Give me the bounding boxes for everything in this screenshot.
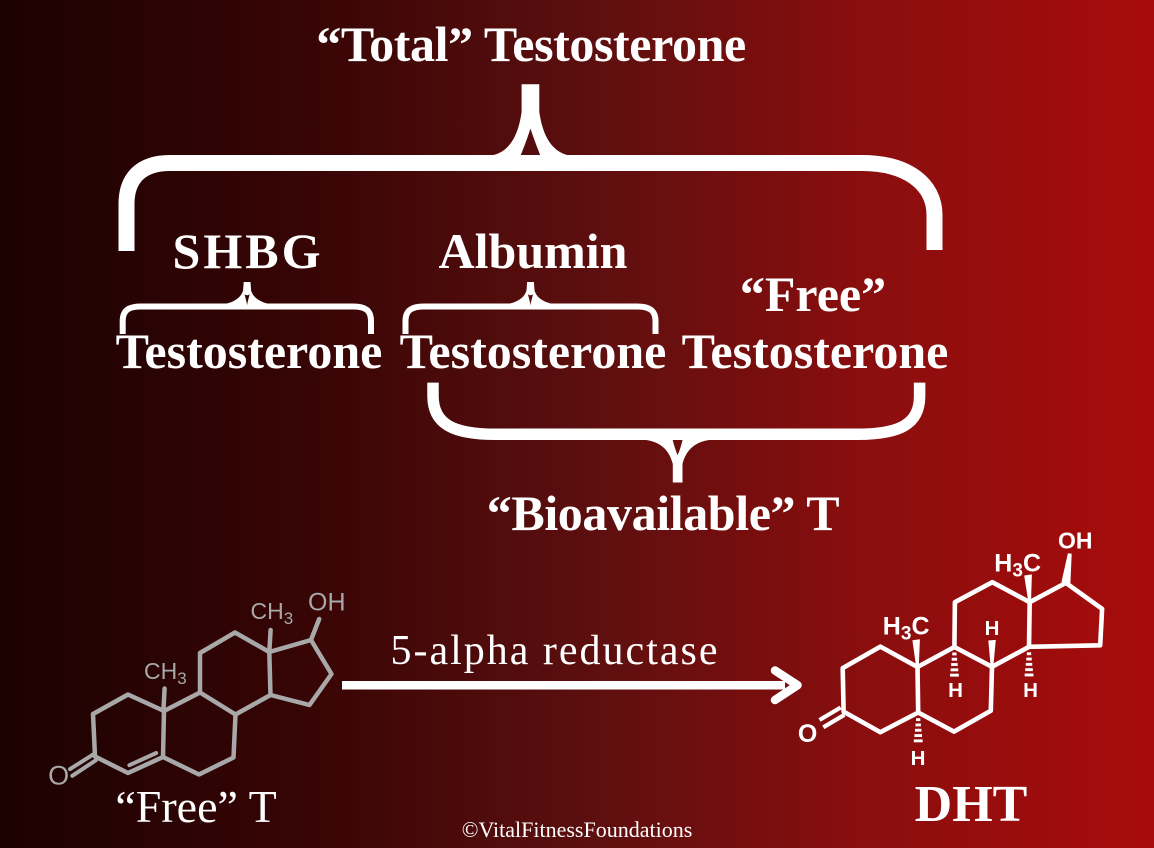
svg-text:“Free”: “Free” [740, 266, 886, 322]
svg-text:O: O [798, 720, 817, 748]
svg-text:Testosterone: Testosterone [682, 323, 949, 379]
svg-text:OH: OH [1058, 528, 1093, 554]
svg-text:“Free” T: “Free” T [115, 781, 276, 832]
svg-text:Testosterone: Testosterone [116, 323, 383, 379]
svg-text:©VitalFitnessFoundations: ©VitalFitnessFoundations [462, 817, 693, 842]
svg-text:Testosterone: Testosterone [400, 323, 667, 379]
svg-text:H: H [911, 747, 926, 770]
svg-text:O: O [48, 761, 69, 791]
svg-text:CH3: CH3 [251, 598, 294, 628]
svg-text:H: H [985, 617, 1000, 640]
svg-text:DHT: DHT [915, 776, 1028, 833]
svg-text:CH3: CH3 [144, 658, 187, 688]
svg-text:H: H [1023, 679, 1038, 702]
svg-text:OH: OH [308, 589, 346, 617]
svg-text:H: H [948, 679, 963, 702]
svg-text:“Total” Testosterone: “Total” Testosterone [316, 16, 746, 72]
svg-text:“Bioavailable” T: “Bioavailable” T [487, 485, 840, 541]
svg-text:Albumin: Albumin [439, 223, 628, 279]
svg-text:5-alpha reductase: 5-alpha reductase [390, 628, 719, 674]
svg-text:H3C: H3C [883, 613, 930, 645]
svg-text:H3C: H3C [994, 550, 1041, 582]
svg-text:SHBG: SHBG [173, 223, 324, 279]
